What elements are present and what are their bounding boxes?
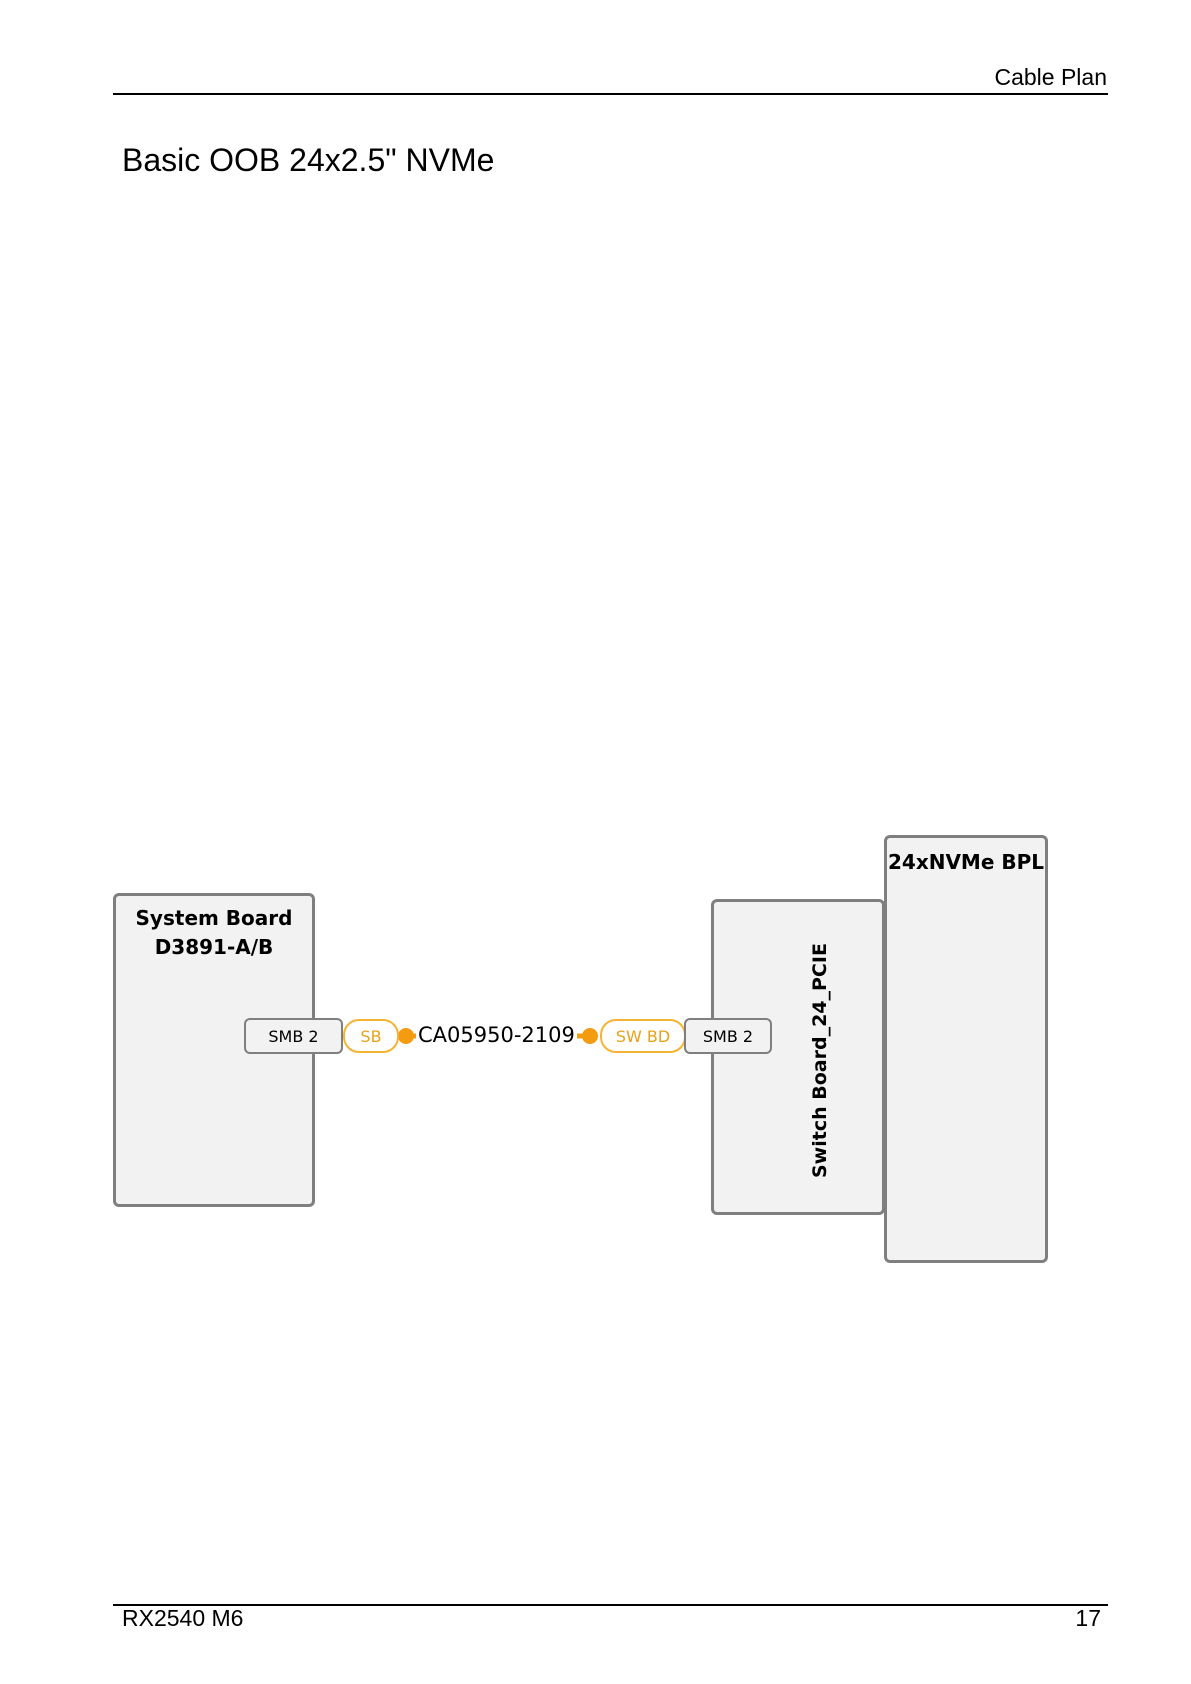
switch-board bbox=[711, 899, 885, 1215]
footer-rule bbox=[113, 1604, 1108, 1606]
system-board-smb2-connector: SMB 2 bbox=[244, 1018, 343, 1054]
nvme-backplane: 24xNVMe BPL bbox=[884, 835, 1048, 1263]
system-board-label: System Board D3891-A/B bbox=[116, 904, 312, 962]
page-number: 17 bbox=[1075, 1605, 1101, 1632]
switch-board-smb2-connector: SMB 2 bbox=[684, 1018, 772, 1054]
cable-end-left bbox=[398, 1028, 414, 1044]
nvme-backplane-label: 24xNVMe BPL bbox=[887, 848, 1045, 877]
switch-board-label: Switch Board_24_PCIE bbox=[806, 958, 834, 1178]
cable-plug-sw-bd: SW BD bbox=[600, 1019, 686, 1053]
cable-plug-sb: SB bbox=[343, 1019, 399, 1053]
cable-end-right bbox=[582, 1028, 598, 1044]
cable-part-number: CA05950-2109 bbox=[416, 1022, 577, 1048]
footer-model: RX2540 M6 bbox=[122, 1605, 243, 1632]
